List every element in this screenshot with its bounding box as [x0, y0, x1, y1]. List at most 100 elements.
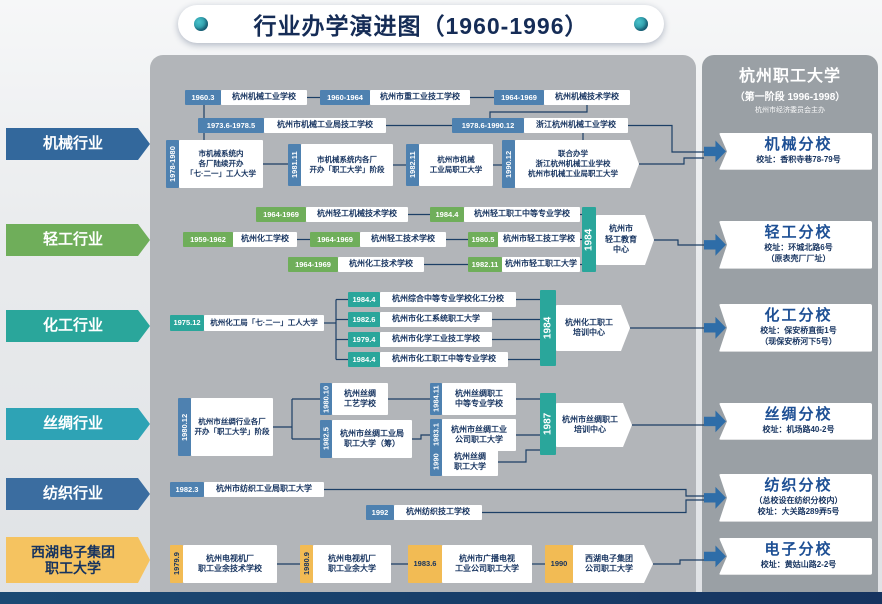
school-node: 1983.6 杭州市广播电视 工业公司职工大学 [408, 545, 532, 583]
page-title: 行业办学演进图（1960-1996） [253, 13, 589, 39]
year-tag: 1990 [430, 448, 442, 476]
year-tag: 1983.6 [408, 545, 442, 583]
school-node: 1990 西湖电子集团 公司职工大学 [545, 545, 653, 583]
school-box: 杭州综合中等专业学校化工分校 [380, 292, 516, 307]
center-box: 杭州化工职工 培训中心 [556, 305, 630, 351]
year-tag: 1979.4 [348, 332, 380, 347]
school-node: 1984.11 杭州丝绸职工 中等专业学校 [430, 383, 516, 415]
branch-address: 校址：机场路40-2号 [762, 425, 835, 434]
school-node: 1982.6 杭州市化工系统职工大学 [348, 312, 492, 327]
university-title: 杭州职工大学 [738, 68, 841, 85]
year-tag: 1982.6 [348, 312, 380, 327]
branch-panel-header: 杭州职工大学 （第一阶段 1996-1998） 杭州市经济委员会主办 [702, 62, 878, 115]
branch-box: 丝绸分校 校址：机场路40-2号 [719, 403, 872, 440]
center-box: 杭州市丝绸职工 培训中心 [556, 403, 632, 447]
industry-chemical: 化工行业 [6, 310, 150, 342]
school-box: 杭州轻工技术学校 [360, 232, 446, 247]
school-box: 杭州市纺织工业局职工大学 [204, 482, 324, 497]
school-node: 1973.6-1978.5 杭州市机械工业局技工学校 [198, 118, 386, 133]
page-title-bar: 行业办学演进图（1960-1996） [178, 5, 664, 43]
school-node: 1982.3 杭州市纺织工业局职工大学 [170, 482, 324, 497]
year-tag: 1960-1964 [320, 90, 370, 105]
school-box: 杭州丝绸职工 中等专业学校 [442, 383, 516, 415]
school-box: 浙江杭州机械工业学校 [524, 118, 628, 133]
year-bar: 1984 [582, 207, 596, 272]
year-tag: 1981.11 [288, 144, 301, 186]
branch-textile: 纺织分校 （总校设在纺织分校内） 校址：大关路289弄5号 [704, 474, 872, 522]
branch-arrow-icon [704, 140, 726, 163]
center-node: 杭州化工职工 培训中心 [556, 305, 630, 351]
year-tag: 1984.4 [430, 207, 464, 222]
school-node: 1964-1969 杭州轻工机械技术学校 [256, 207, 408, 222]
branch-arrow-icon [704, 233, 726, 256]
school-box: 杭州丝绸 工艺学校 [332, 383, 388, 415]
year-tag: 1973.6-1978.5 [198, 118, 264, 133]
school-box: 杭州市丝绸行业各厂 开办「职工大学」阶段 [191, 398, 273, 456]
school-box: 市机械系统内各厂 开办「职工大学」阶段 [301, 144, 393, 186]
school-node: 1981.11 市机械系统内各厂 开办「职工大学」阶段 [288, 144, 393, 186]
school-box: 杭州市化工职工中等专业学校 [380, 352, 508, 367]
school-node: 1960-1964 杭州市重工业技工学校 [320, 90, 470, 105]
center-node: 杭州市丝绸职工 培训中心 [556, 403, 632, 447]
year-tag: 1984.11 [430, 383, 442, 415]
branch-name: 纺织分校 [764, 477, 833, 494]
branch-silk: 丝绸分校 校址：机场路40-2号 [704, 403, 872, 440]
school-node: 1984.4 杭州轻工职工中等专业学校 [430, 207, 580, 222]
year-tag: 1980.10 [320, 383, 332, 415]
school-node: 1990 杭州丝绸 职工大学 [430, 448, 498, 476]
industry-silk: 丝绸行业 [6, 408, 150, 440]
school-box: 杭州市机械工业局技工学校 [264, 118, 386, 133]
school-box: 杭州纺织技工学校 [394, 505, 482, 520]
school-box: 杭州市广播电视 工业公司职工大学 [442, 545, 532, 583]
center-box: 杭州市 轻工教育 中心 [596, 215, 654, 265]
branch-address: 校址：香积寺巷78-79号 [756, 155, 841, 164]
school-node: 1982.5 杭州市丝绸工业局 职工大学（筹） [320, 420, 412, 458]
branch-name: 丝绸分校 [764, 406, 833, 423]
school-node: 1980.9 杭州电视机厂 职工业余大学 [300, 545, 391, 583]
branch-address: （总校设在纺织分校内） 校址：大关路289弄5号 [754, 496, 843, 516]
branch-box: 机械分校 校址：香积寺巷78-79号 [719, 133, 872, 170]
school-box: 杭州丝绸 职工大学 [442, 448, 498, 476]
year-tag: 1982.3 [170, 482, 204, 497]
branch-box: 化工分校 校址：保安桥直街1号 （现保安桥河下5号） [719, 304, 872, 352]
year-tag: 1964-1969 [310, 232, 360, 247]
branch-name: 化工分校 [764, 307, 833, 324]
year-tag: 1980.5 [468, 232, 498, 247]
school-node: 1979.9 杭州电视机厂 职工业余技术学校 [170, 545, 277, 583]
university-stage: （第一阶段 1996-1998） [734, 92, 846, 103]
school-box: 杭州轻工职工中等专业学校 [464, 207, 580, 222]
school-node: 1964-1969 杭州机械技术学校 [494, 90, 630, 105]
year-tag: 1964-1969 [494, 90, 544, 105]
university-host: 杭州市经济委员会主办 [755, 107, 825, 114]
school-node: 1980.10 杭州丝绸 工艺学校 [320, 383, 388, 415]
year-tag: 1992 [366, 505, 394, 520]
industry-electronics: 西湖电子集团 职工大学 [6, 537, 150, 583]
branch-box: 电子分校 校址：黄姑山路2-2号 [719, 538, 872, 575]
school-box: 市机械系统内 各厂陆续开办 「七·二一」工人大学 [179, 140, 263, 188]
year-bar: 1987 [540, 393, 556, 455]
branch-box: 纺织分校 （总校设在纺织分校内） 校址：大关路289弄5号 [719, 474, 872, 522]
school-node: 1960.3 杭州机械工业学校 [185, 90, 307, 105]
school-node: 1983.1 杭州市丝绸工业 公司职工大学 [430, 419, 516, 451]
branch-arrow-icon [704, 316, 726, 339]
year-tag: 1960.3 [185, 90, 221, 105]
school-box: 西湖电子集团 公司职工大学 [573, 545, 653, 583]
school-box: 杭州市机械 工业局职工大学 [419, 144, 493, 186]
school-node: 1980.12 杭州市丝绸行业各厂 开办「职工大学」阶段 [178, 398, 273, 456]
branch-name: 电子分校 [764, 541, 833, 558]
year-tag: 1975.12 [170, 315, 204, 331]
school-box: 联合办学 浙江杭州机械工业学校 杭州市机械工业局职工大学 [515, 140, 639, 188]
branch-electronics: 电子分校 校址：黄姑山路2-2号 [704, 538, 872, 575]
school-node: 1975.12 杭州化工局「七·二一」工人大学 [170, 315, 324, 331]
year-tag: 1984.4 [348, 292, 380, 307]
year-tag: 1984.4 [348, 352, 380, 367]
year-tag: 1990.12 [502, 140, 515, 188]
school-box: 杭州化工学校 [233, 232, 297, 247]
school-box: 杭州化工局「七·二一」工人大学 [204, 315, 324, 331]
school-box: 杭州市化工系统职工大学 [380, 312, 492, 327]
school-node: 1980.5 杭州市轻工技工学校 [468, 232, 580, 247]
branch-chemical: 化工分校 校址：保安桥直街1号 （现保安桥河下5号） [704, 304, 872, 352]
year-tag: 1980.9 [300, 545, 313, 583]
branch-name: 机械分校 [764, 136, 833, 153]
year-tag: 1978.6-1990.12 [452, 118, 524, 133]
